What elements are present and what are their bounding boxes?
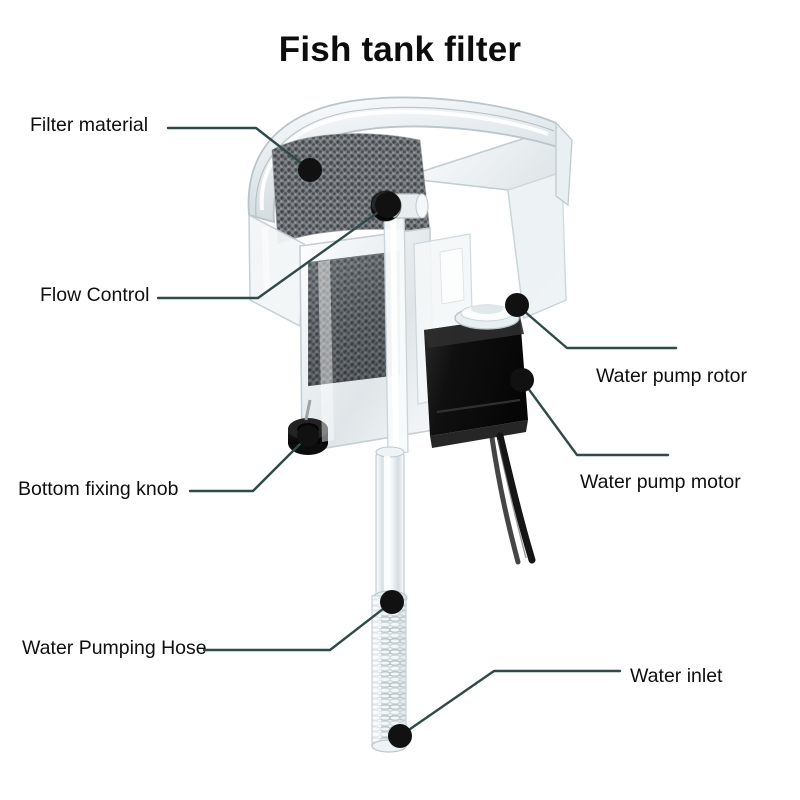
- leader-line: [202, 600, 394, 652]
- leader-line: [515, 303, 678, 350]
- callout-label-bottom-fixing-knob: Bottom fixing knob: [18, 478, 179, 500]
- callout-marker-water-pumping-hose[interactable]: [380, 590, 404, 614]
- leader-water-pumping-hose: [202, 590, 404, 652]
- callout-label-filter-material: Filter material: [30, 114, 149, 136]
- leader-water-inlet: [388, 669, 622, 748]
- callout-marker-water-pump-motor[interactable]: [510, 368, 534, 392]
- callout-leaders: [156, 126, 678, 748]
- leader-line: [398, 669, 622, 738]
- leader-line: [166, 126, 312, 172]
- power-cord: [496, 432, 536, 564]
- callout-marker-water-inlet[interactable]: [388, 724, 412, 748]
- callout-marker-water-pump-rotor[interactable]: [505, 293, 529, 317]
- leader-filter-material: [166, 126, 322, 182]
- callout-marker-filter-material[interactable]: [298, 158, 322, 182]
- callout-marker-flow-control[interactable]: [375, 192, 401, 218]
- leader-flow-control: [156, 192, 401, 300]
- leader-water-pump-motor: [510, 368, 670, 457]
- leader-water-pump-rotor: [505, 293, 678, 350]
- leader-line: [188, 434, 310, 493]
- callout-label-water-inlet: Water inlet: [630, 665, 723, 687]
- pump-motor-housing: [424, 316, 528, 436]
- page-title: Fish tank filter: [278, 30, 522, 69]
- leader-bottom-fixing-knob: [188, 425, 319, 493]
- callout-label-water-pumping-hose: Water Pumping Hose: [22, 637, 207, 659]
- filter-housing: [247, 96, 573, 753]
- callout-label-water-pump-motor: Water pump motor: [580, 471, 741, 493]
- filter-media: [272, 133, 430, 244]
- callout-label-water-pump-rotor: Water pump rotor: [596, 365, 747, 387]
- leader-line: [520, 378, 670, 457]
- callout-marker-bottom-fixing-knob[interactable]: [297, 425, 319, 447]
- callout-label-flow-control: Flow Control: [40, 284, 150, 306]
- leader-line: [156, 203, 390, 300]
- water-pumping-hose: [372, 596, 406, 746]
